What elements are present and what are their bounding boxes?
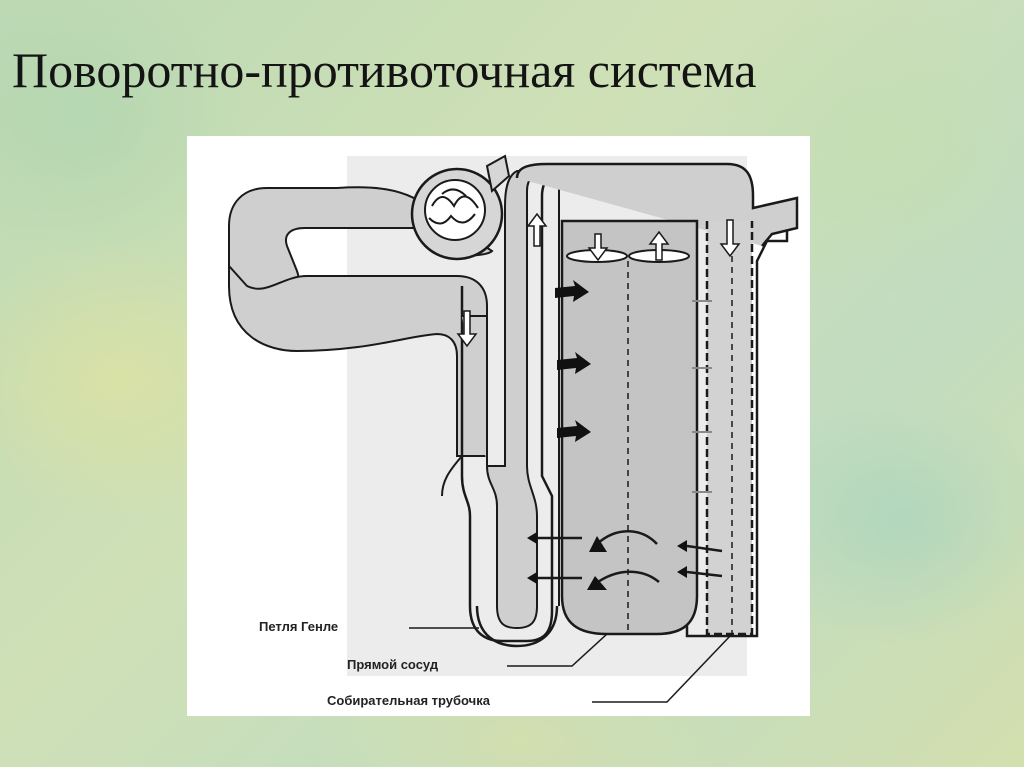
leader-vasa-recta <box>507 633 608 667</box>
arrowhead-right-2 <box>677 566 687 578</box>
glomerulus <box>424 179 486 241</box>
arrow-down-vessel <box>587 233 609 262</box>
henle-bottom <box>475 605 559 648</box>
arrowhead-right-1 <box>677 540 687 552</box>
vasa-recta-vessel <box>560 219 699 636</box>
nephron-diagram: Петля Генле Прямой сосуд Собирательная т… <box>187 136 810 716</box>
arrow-up-vessel <box>648 230 670 261</box>
exchange-right-1 <box>686 544 723 553</box>
nephron-drawing <box>228 154 799 703</box>
exchange-arrow-lower <box>594 570 660 586</box>
transport-arrow-2 <box>557 352 591 374</box>
leader-collecting-duct <box>592 633 733 703</box>
descending-limb-fill <box>462 170 548 630</box>
label-loop-of-henle: Петля Генле <box>259 619 339 634</box>
glomerulus-capillaries <box>428 188 479 225</box>
arrow-up-ascending <box>526 212 548 247</box>
arrowhead-lower <box>587 576 607 590</box>
label-collecting-duct: Собирательная трубочка <box>327 693 490 708</box>
arrow-down-collecting <box>719 219 741 258</box>
transport-arrow-1 <box>555 280 589 302</box>
collecting-duct <box>705 221 754 636</box>
slide-title: Поворотно-противоточная система <box>12 42 757 98</box>
transport-arrows <box>555 280 591 442</box>
label-vasa-recta: Прямой сосуд <box>347 657 439 672</box>
arrow-down-proximal <box>456 310 478 348</box>
arrowhead-left-2 <box>527 572 537 584</box>
leader-lines <box>409 627 733 703</box>
transport-arrow-3 <box>557 420 591 442</box>
arrowhead-upper <box>589 536 607 552</box>
arrowhead-left-1 <box>527 532 537 544</box>
exchange-arrowheads <box>527 532 687 590</box>
exchange-right-2 <box>686 570 723 578</box>
exchange-arrow-upper <box>596 530 658 545</box>
collecting-faint-arrows <box>692 300 712 493</box>
afferent-arteriole <box>485 154 511 193</box>
flow-arrows <box>456 212 741 348</box>
proximal-tubule-fill <box>228 263 488 457</box>
exchange-arrows <box>537 530 723 586</box>
